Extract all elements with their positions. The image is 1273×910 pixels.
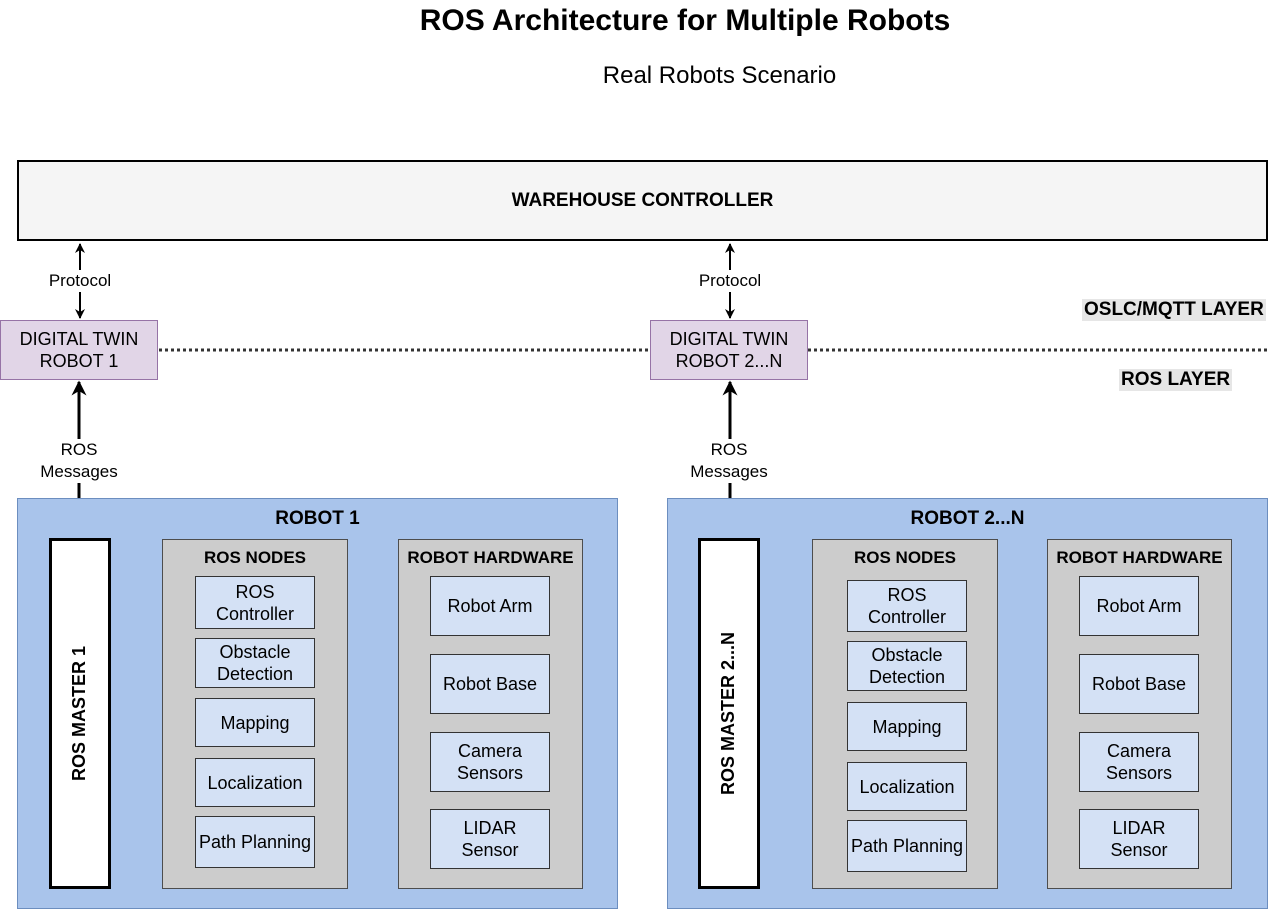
ros-nodes-title: ROS NODES xyxy=(203,548,307,567)
ros-nodes-title: ROS NODES xyxy=(853,548,957,567)
robot-hardware-title: ROBOT HARDWARE xyxy=(407,548,574,567)
node-mapping: Mapping xyxy=(195,698,315,747)
node-path-planning: Path Planning xyxy=(195,816,315,868)
node-localization: Localization xyxy=(847,762,967,811)
layer-label-ros: ROS LAYER xyxy=(1119,369,1233,391)
diagram-title: ROS Architecture for Multiple Robots xyxy=(419,4,951,37)
robot-hardware-title: ROBOT HARDWARE xyxy=(1056,548,1223,567)
protocol-label: Protocol xyxy=(46,270,114,292)
ros-master-1: ROS MASTER 1 xyxy=(49,538,111,889)
robot-2-title: ROBOT 2...N xyxy=(910,508,1025,529)
hardware-robot-base: Robot Base xyxy=(430,654,550,714)
node-localization: Localization xyxy=(195,758,315,807)
node-path-planning: Path Planning xyxy=(847,820,967,872)
node-mapping: Mapping xyxy=(847,702,967,751)
robot-1-title: ROBOT 1 xyxy=(275,508,360,529)
hardware-robot-arm: Robot Arm xyxy=(430,576,550,636)
hardware-robot-base: Robot Base xyxy=(1079,654,1199,714)
diagram-subtitle: Real Robots Scenario xyxy=(602,62,837,89)
layer-label-oslc-mqtt: OSLC/MQTT LAYER xyxy=(1082,299,1266,321)
ros-master-2: ROS MASTER 2...N xyxy=(698,538,760,889)
warehouse-controller: WAREHOUSE CONTROLLER xyxy=(17,160,1268,241)
hardware-robot-arm: Robot Arm xyxy=(1079,576,1199,636)
protocol-label: Protocol xyxy=(696,270,764,292)
